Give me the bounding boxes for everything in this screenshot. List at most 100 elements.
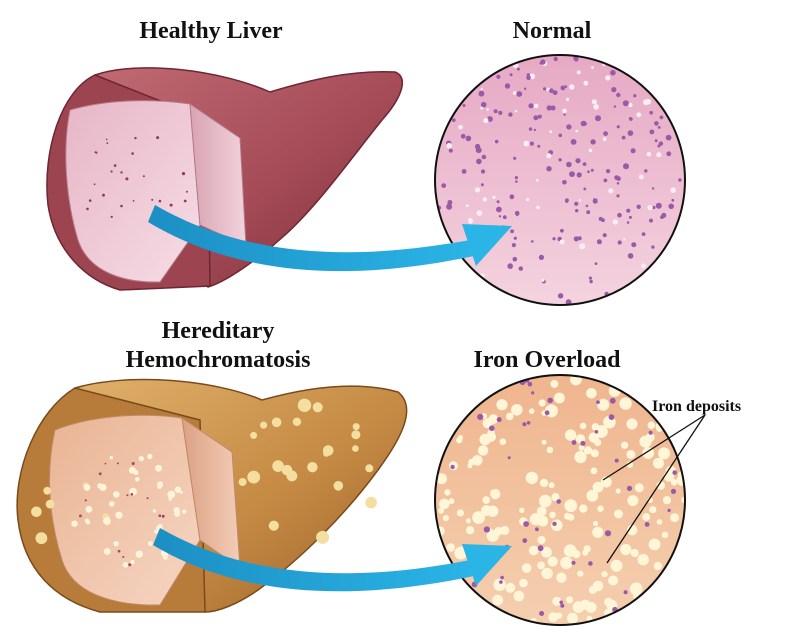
cut-speck	[133, 200, 135, 202]
tissue-dot	[481, 169, 485, 173]
tissue-dot	[452, 118, 456, 122]
tissue-dot	[560, 229, 564, 233]
iron-deposit-dot	[611, 560, 623, 572]
iron-deposit-dot	[614, 510, 623, 519]
cut-speck	[111, 170, 113, 172]
tissue-dot	[617, 125, 620, 128]
iron-deposit-dot	[567, 613, 578, 624]
iron-deposit-dot	[649, 539, 661, 551]
iron-deposit-dot	[482, 496, 490, 504]
tissue-dot	[614, 105, 616, 107]
iron-deposit-dot	[472, 511, 485, 524]
iron-deposit-dot	[653, 458, 664, 469]
iron-deposit-dot	[457, 509, 464, 516]
cut-speck	[106, 142, 108, 144]
tissue-dot	[626, 209, 630, 213]
tissue-dot	[522, 538, 527, 543]
tissue-dot	[671, 199, 674, 202]
tissue-dot	[483, 197, 487, 201]
iron-deposit-dot	[549, 482, 555, 488]
tissue-dot	[512, 243, 516, 247]
tissue-dot	[546, 153, 551, 158]
cut-speck	[182, 510, 186, 514]
tissue-dot	[476, 147, 482, 153]
tissue-dot	[524, 141, 530, 147]
cut-speck	[157, 481, 163, 487]
iron-deposit-dot	[522, 563, 532, 573]
iron-deposit-dot	[662, 532, 669, 539]
cut-speck	[86, 520, 90, 524]
tissue-dot	[592, 99, 597, 104]
tissue-dot	[466, 136, 472, 142]
iron-deposit-dot	[514, 591, 525, 602]
cut-speck	[85, 499, 87, 501]
tissue-dot	[516, 214, 518, 216]
iron-deposit-dot	[589, 586, 597, 594]
iron-deposit-dot	[540, 479, 548, 487]
iron-deposit-dot	[566, 596, 573, 603]
tissue-dot	[560, 604, 564, 608]
iron-deposit-dot	[537, 506, 547, 516]
tissue-dot	[628, 130, 634, 136]
surface-spot	[250, 432, 257, 439]
cut-speck	[113, 491, 120, 498]
tissue-dot	[515, 110, 518, 113]
tissue-dot	[589, 149, 593, 153]
iron-deposit-dot	[490, 490, 496, 496]
tissue-dot	[603, 233, 607, 237]
tissue-dot	[575, 209, 578, 212]
tissue-dot	[586, 205, 589, 208]
iron-deposit-dot	[549, 512, 556, 519]
tissue-dot	[565, 85, 568, 88]
tissue-dot	[579, 199, 581, 201]
tissue-dot	[668, 509, 671, 512]
cut-speck	[134, 137, 136, 139]
cut-speck	[125, 177, 128, 180]
tissue-dot	[577, 172, 582, 177]
tissue-dot	[484, 526, 490, 532]
iron-deposit-dot	[639, 436, 651, 448]
tissue-dot	[618, 240, 622, 244]
tissue-dot	[446, 143, 452, 149]
cut-speck	[105, 463, 107, 465]
tissue-dot	[547, 398, 553, 404]
cut-speck	[170, 204, 173, 207]
tissue-dot	[566, 162, 572, 168]
iron-deposit-dot	[592, 423, 600, 431]
iron-deposit-dot	[593, 482, 604, 493]
cut-speck	[102, 194, 105, 197]
tissue-dot	[623, 238, 625, 240]
tissue-dot	[658, 126, 661, 129]
tissue-dot	[647, 152, 652, 157]
tissue-dot	[531, 391, 534, 394]
tissue-dot	[642, 232, 646, 236]
iron-deposit-dot	[537, 516, 548, 527]
iron-deposit-dot	[439, 499, 450, 510]
iron-deposit-dot	[547, 447, 554, 454]
tissue-dot	[670, 187, 676, 193]
tissue-dot	[590, 139, 595, 144]
tissue-dot	[617, 182, 620, 185]
tissue-dot	[500, 576, 504, 580]
cut-speck	[130, 560, 134, 564]
cut-speck	[135, 477, 140, 482]
tissue-dot	[481, 88, 483, 90]
tissue-dot	[569, 171, 575, 177]
tissue-dot	[603, 137, 607, 141]
tissue-dot	[505, 83, 510, 88]
tissue-dot	[605, 530, 611, 536]
tissue-dot	[552, 237, 555, 240]
tissue-dot	[649, 219, 653, 223]
cut-speck	[120, 171, 122, 173]
iron-deposit-dot	[616, 488, 621, 493]
iron-deposit-dot	[580, 423, 587, 430]
cut-speck	[115, 512, 122, 519]
cut-speck	[148, 541, 153, 546]
tissue-dot	[593, 198, 596, 201]
tissue-dot	[578, 236, 582, 240]
tissue-dot	[581, 121, 587, 127]
tissue-dot	[648, 205, 653, 210]
iron-deposit-dot	[564, 499, 577, 512]
iron-deposit-dot	[554, 393, 565, 404]
tissue-dot	[574, 202, 578, 206]
